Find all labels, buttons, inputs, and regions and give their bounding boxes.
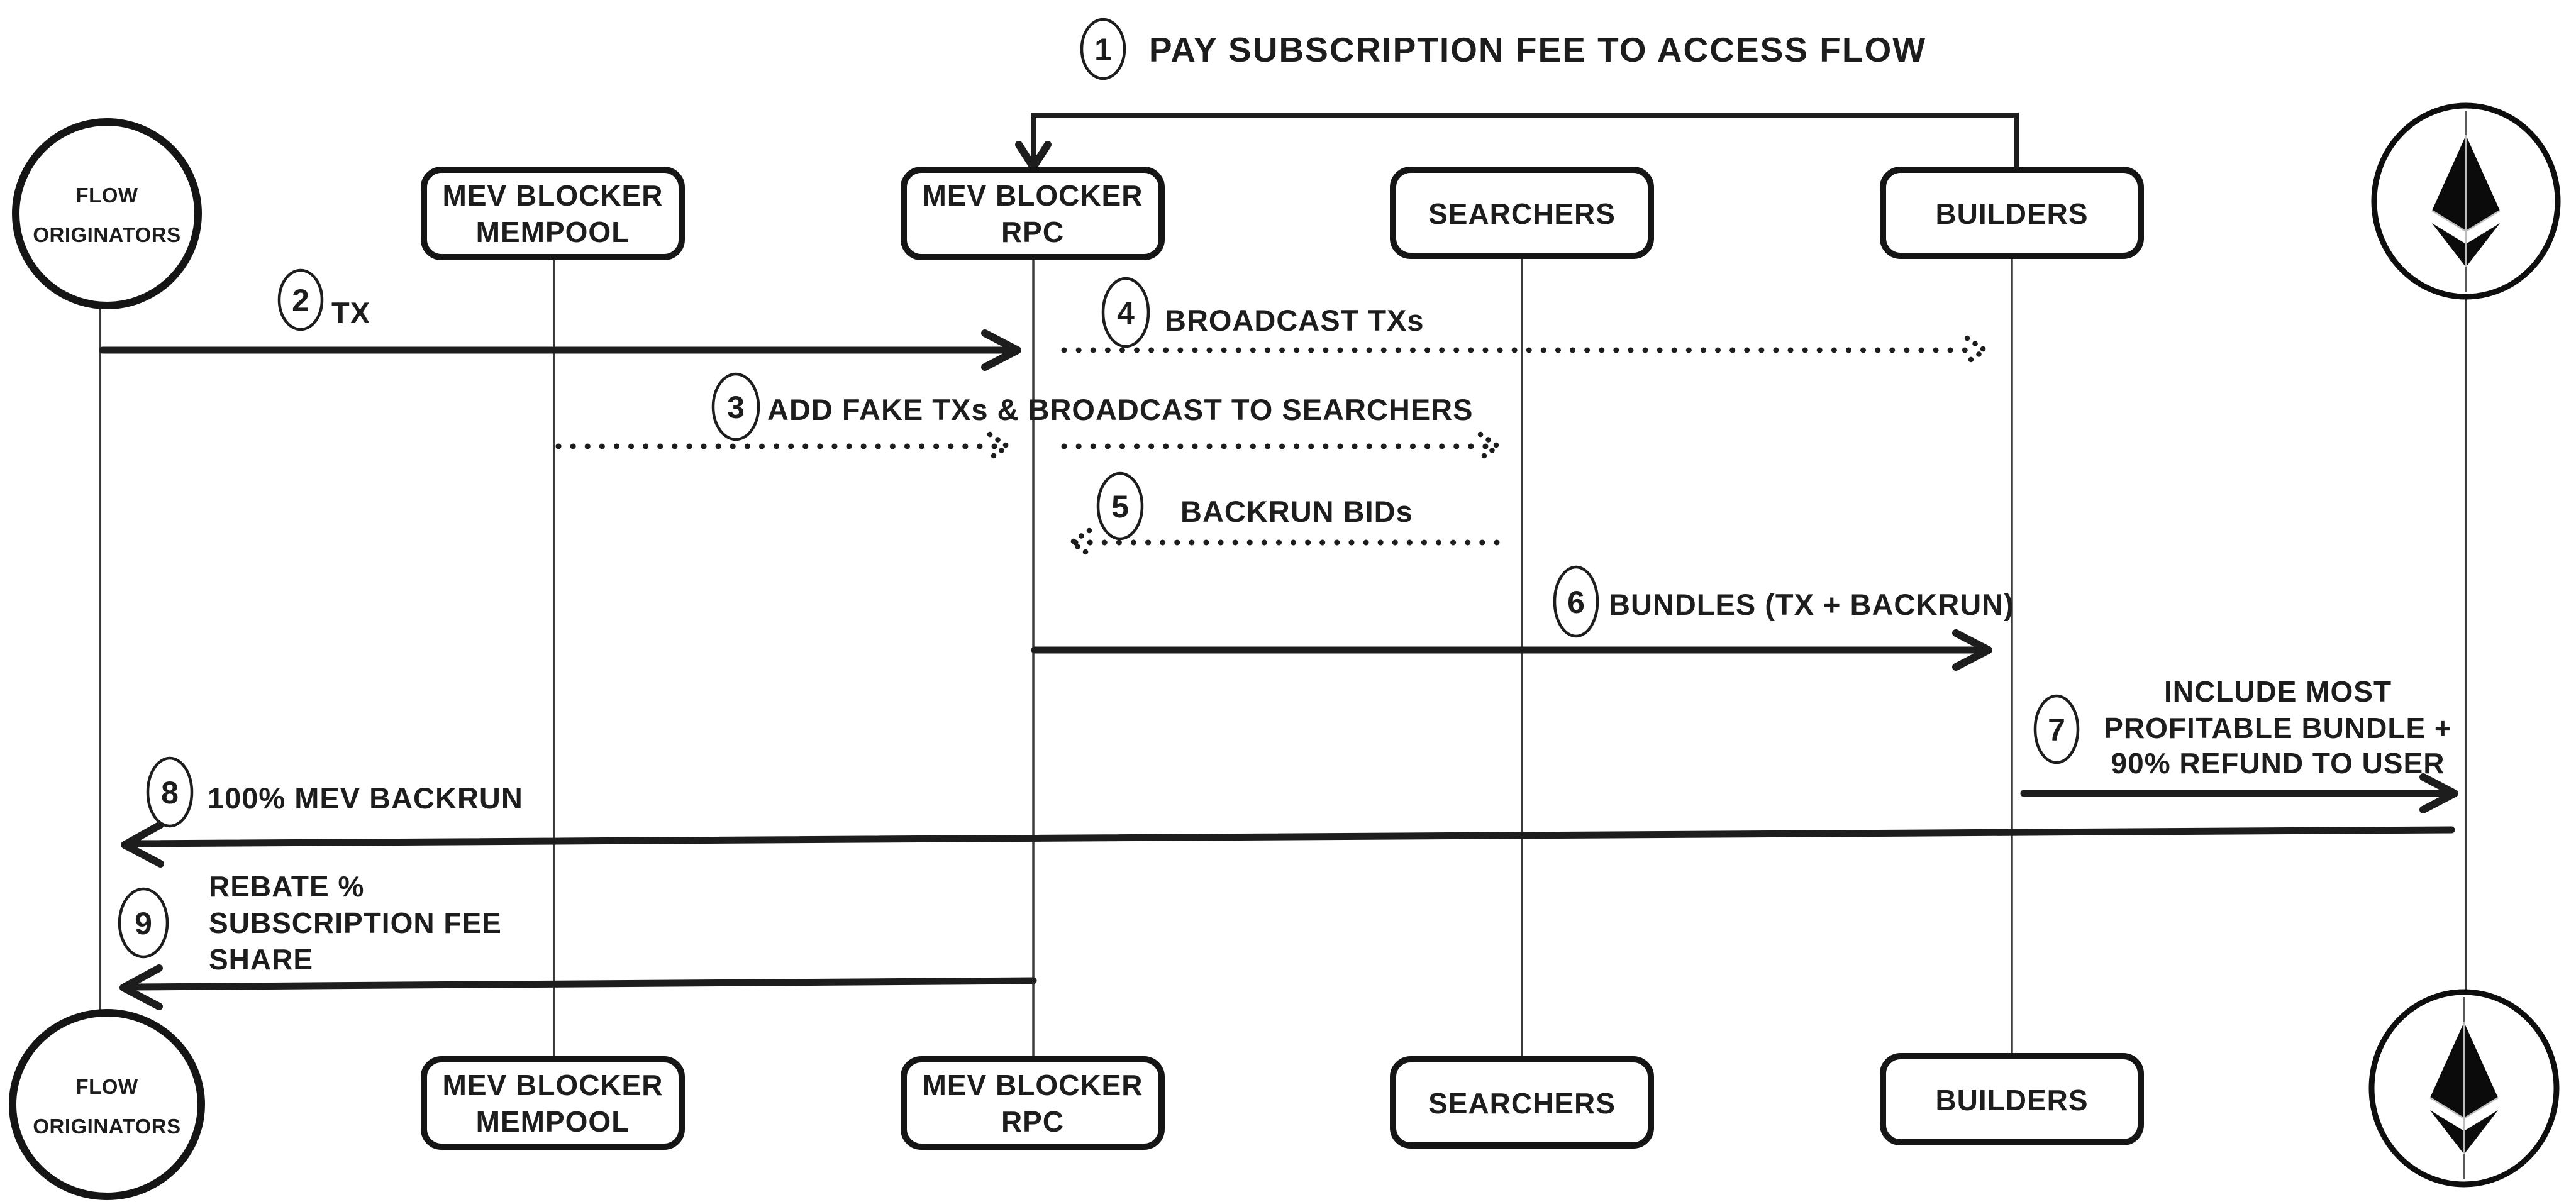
message-7-label-line2: PROFITABLE BUNDLE + xyxy=(2104,712,2452,744)
message-3-arrowhead-right-segment xyxy=(1477,431,1503,461)
actor-ethereum-bottom xyxy=(2368,989,2560,1188)
step-6-badge xyxy=(1553,565,1599,638)
mev-blocker-mempool-box-top xyxy=(421,167,685,260)
mev-blocker-rpc-label-line2-top: RPC xyxy=(1001,216,1064,248)
builders-box-bottom xyxy=(1880,1053,2144,1145)
flow-originators-label-line2-bottom: ORIGINATORS xyxy=(33,1115,180,1138)
actor-searchers-bottom: SEARCHERS xyxy=(1390,1056,1654,1149)
message-5-label: BACKRUN BIDs xyxy=(1180,495,1413,528)
mev-blocker-mempool-label-line2-bottom: MEMPOOL xyxy=(476,1105,630,1138)
step-4-number: 4 xyxy=(1117,295,1135,331)
step-6-number: 6 xyxy=(1567,585,1585,620)
message-4-label: BROADCAST TXs xyxy=(1165,304,1424,337)
actor-flow-originators-top: FLOW ORIGINATORS xyxy=(12,118,202,309)
message-4-arrowhead-right xyxy=(1964,335,1990,365)
builders-label-bottom: BUILDERS xyxy=(1935,1084,2088,1117)
actor-searchers-top: SEARCHERS xyxy=(1390,167,1654,259)
message-6-bundles: 6 BUNDLES (TX + BACKRUN) xyxy=(1031,565,2014,671)
actor-mev-blocker-mempool-bottom: MEV BLOCKER MEMPOOL xyxy=(421,1056,685,1150)
actor-ethereum-top xyxy=(2371,102,2561,300)
lifelines xyxy=(99,256,2467,1059)
mev-blocker-mempool-label-line2-top: MEMPOOL xyxy=(476,216,630,248)
ethereum-icon xyxy=(2429,1022,2499,1154)
mev-blocker-mempool-label-line1-bottom: MEV BLOCKER xyxy=(443,1069,663,1101)
step-1-number: 1 xyxy=(1094,32,1112,67)
searchers-box-bottom xyxy=(1390,1056,1654,1149)
mev-blocker-rpc-label-line2-bottom: RPC xyxy=(1001,1105,1064,1138)
actor-mev-blocker-rpc-bottom: MEV BLOCKER RPC xyxy=(901,1056,1165,1150)
step-7-number: 7 xyxy=(2048,712,2065,747)
mev-blocker-rpc-box-top xyxy=(901,167,1165,260)
mev-blocker-mempool-box-bottom xyxy=(421,1056,685,1150)
message-1-arrow-line xyxy=(1031,113,2019,171)
actor-builders-bottom: BUILDERS xyxy=(1880,1053,2144,1145)
message-9-label-line1: REBATE % xyxy=(209,870,364,903)
step-9-number: 9 xyxy=(135,906,152,941)
message-9-label-line3: SHARE xyxy=(209,943,313,976)
searchers-label-top: SEARCHERS xyxy=(1428,197,1616,230)
message-8-arrowhead-left xyxy=(121,821,164,868)
message-5-backrun-bids: 5 BACKRUN BIDs xyxy=(1067,471,1511,558)
step-2-number: 2 xyxy=(292,283,309,318)
message-8-mev-backrun: 8 100% MEV BACKRUN xyxy=(121,756,2455,868)
step-1-badge xyxy=(1080,18,1126,80)
flow-originators-circle-bottom xyxy=(9,1009,205,1200)
flow-originators-label-line1-bottom: FLOW xyxy=(75,1075,138,1098)
message-8-arrow-line xyxy=(128,826,2455,847)
message-1-pay-subscription-fee: 1 PAY SUBSCRIPTION FEE TO ACCESS FLOW xyxy=(1015,18,2019,171)
flow-originators-label-line1-top: FLOW xyxy=(75,184,138,207)
step-4-badge xyxy=(1101,277,1150,348)
message-7-label-line3: 90% REFUND TO USER xyxy=(2111,747,2445,780)
message-3-arrowhead-left-segment xyxy=(987,431,1013,461)
mev-blocker-rpc-label-line1-top: MEV BLOCKER xyxy=(923,179,1143,212)
message-6-label: BUNDLES (TX + BACKRUN) xyxy=(1609,588,2014,621)
step-5-number: 5 xyxy=(1111,489,1129,524)
step-7-badge xyxy=(2033,694,2080,764)
step-5-badge xyxy=(1096,471,1144,541)
actor-flow-originators-bottom: FLOW ORIGINATORS xyxy=(9,1009,205,1200)
message-2-tx: 2 TX xyxy=(99,268,1021,371)
step-2-badge xyxy=(277,268,324,331)
actor-mev-blocker-rpc-top: MEV BLOCKER RPC xyxy=(901,167,1165,260)
step-3-badge xyxy=(711,372,760,441)
step-9-badge xyxy=(118,887,169,959)
message-3-label: ADD FAKE TXs & BROADCAST TO SEARCHERS xyxy=(767,393,1473,426)
flow-originators-circle-top xyxy=(12,118,202,309)
message-4-broadcast-txs: 4 BROADCAST TXs xyxy=(1061,277,1990,365)
message-3-add-fake-txs: 3 ADD FAKE TXs & BROADCAST TO SEARCHERS xyxy=(555,372,1503,461)
step-8-badge xyxy=(146,756,194,828)
actor-mev-blocker-mempool-top: MEV BLOCKER MEMPOOL xyxy=(421,167,685,260)
message-2-arrowhead-right xyxy=(981,329,1021,371)
flow-originators-label-line2-top: ORIGINATORS xyxy=(33,223,180,246)
message-5-arrowhead-left xyxy=(1067,527,1092,558)
builders-box-top xyxy=(1880,167,2144,259)
message-9-rebate: 9 REBATE % SUBSCRIPTION FEE SHARE xyxy=(118,870,1037,1010)
message-2-label: TX xyxy=(331,296,370,329)
message-7-label-line1: INCLUDE MOST xyxy=(2164,675,2392,708)
message-9-arrow-line xyxy=(130,977,1037,991)
message-7-arrowhead-right xyxy=(2419,773,2458,813)
message-6-arrowhead-right xyxy=(1952,629,1992,671)
builders-label-top: BUILDERS xyxy=(1935,197,2088,230)
mev-blocker-rpc-box-bottom xyxy=(901,1056,1165,1150)
step-3-number: 3 xyxy=(727,390,745,425)
actor-builders-top: BUILDERS xyxy=(1880,167,2144,259)
message-8-label: 100% MEV BACKRUN xyxy=(208,781,523,815)
step-1-label: PAY SUBSCRIPTION FEE TO ACCESS FLOW xyxy=(1149,30,1926,69)
mev-blocker-rpc-label-line1-bottom: MEV BLOCKER xyxy=(923,1069,1143,1101)
searchers-box-top xyxy=(1390,167,1654,259)
step-8-number: 8 xyxy=(161,775,179,810)
message-9-arrowhead-left xyxy=(119,964,163,1010)
searchers-label-bottom: SEARCHERS xyxy=(1428,1087,1616,1120)
message-9-label-line2: SUBSCRIPTION FEE xyxy=(209,907,502,939)
mev-blocker-mempool-label-line1-top: MEV BLOCKER xyxy=(443,179,663,212)
ethereum-icon xyxy=(2431,135,2501,267)
message-7-include-bundle: 7 INCLUDE MOST PROFITABLE BUNDLE + 90% R… xyxy=(2020,675,2458,813)
